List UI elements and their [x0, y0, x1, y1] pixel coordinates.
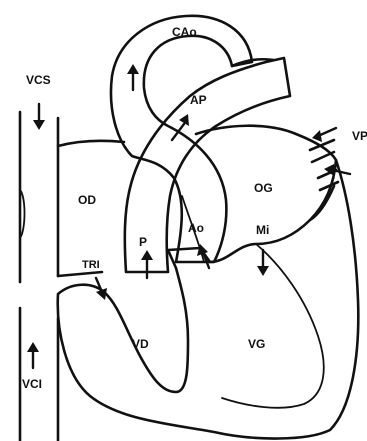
arrow-p — [141, 250, 153, 278]
right-atrium-wall — [58, 141, 124, 146]
arrow-vcs — [33, 104, 45, 130]
arrow-cao — [127, 64, 139, 90]
label-tri: TRI — [82, 259, 100, 271]
left-ventricle-inner-wall — [222, 244, 324, 408]
label-p: P — [139, 235, 147, 249]
label-cao: CAo — [172, 25, 197, 39]
label-vp: VP — [352, 129, 367, 143]
label-mi: Mi — [256, 223, 269, 237]
aortic-arch — [111, 16, 252, 262]
left-atrium-wall — [196, 126, 336, 160]
label-vg: VG — [248, 337, 265, 351]
label-vci: VCI — [22, 377, 42, 391]
right-heart-upper-wall — [58, 272, 102, 276]
arrow-vci — [27, 342, 39, 368]
label-ap: AP — [190, 93, 207, 107]
pulmonary-artery — [125, 58, 290, 272]
label-og: OG — [254, 181, 273, 195]
vena-cava — [20, 112, 58, 441]
label-od: OD — [78, 193, 96, 207]
label-vcs: VCS — [26, 73, 51, 87]
label-vd: VD — [132, 337, 149, 351]
label-ao: Ao — [188, 221, 204, 235]
